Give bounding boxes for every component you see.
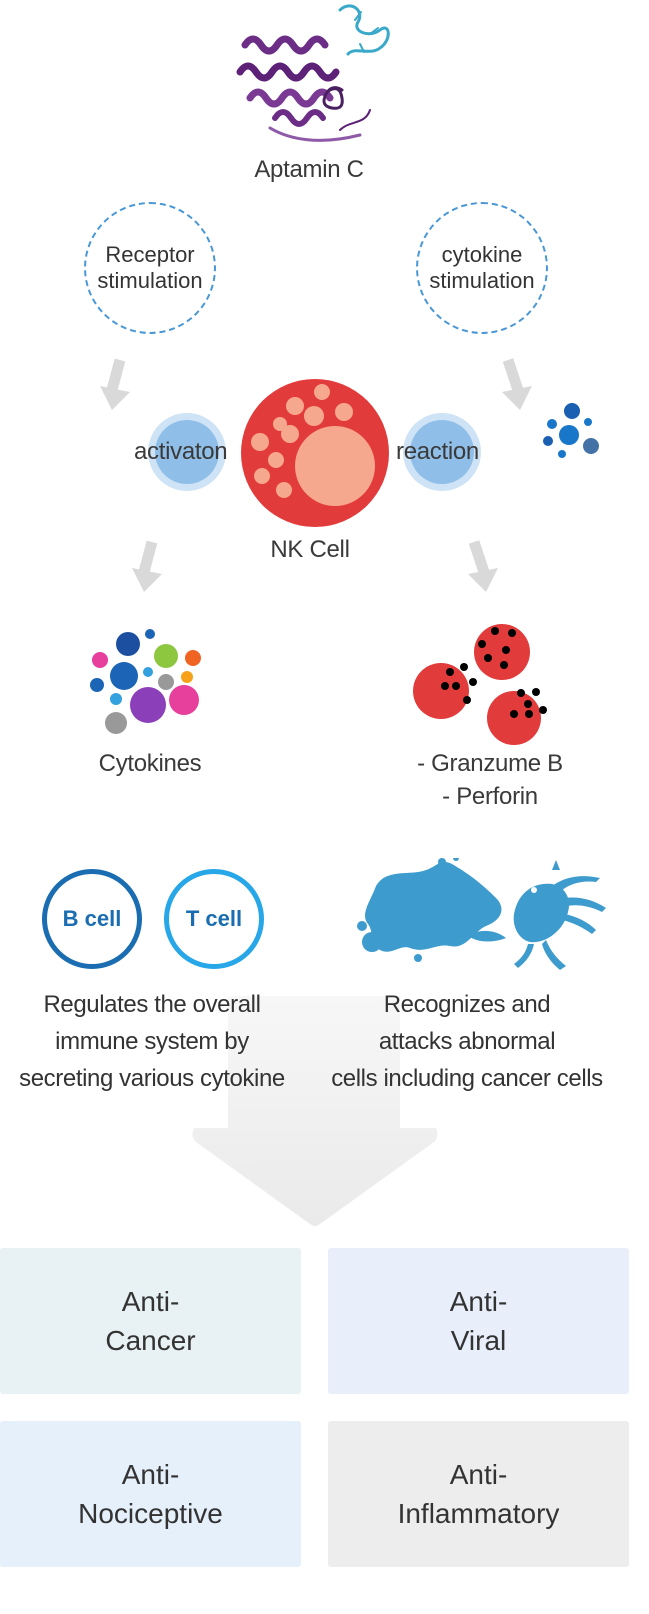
reaction-bubble <box>410 420 474 484</box>
reaction-label: reaction <box>396 438 479 465</box>
big-down-arrow-icon <box>192 996 438 1226</box>
effect-line2: Inflammatory <box>397 1498 560 1529</box>
t-cell-label: T cell <box>185 906 243 931</box>
effect-line2: Viral <box>450 1325 507 1356</box>
arrow-down-icon <box>132 540 162 592</box>
b-t-desc-line1: Regulates the overall <box>43 991 261 1018</box>
granzyme-label: - Granzume B <box>417 750 563 777</box>
effect-line1: Anti- <box>121 1286 180 1317</box>
nk-attack-description: Recognizes and attacks abnormal cells in… <box>316 986 618 1097</box>
effect-line2: Cancer <box>105 1325 196 1356</box>
activation-label: activaton <box>134 438 228 465</box>
nk-desc-line3: cells including cancer cells <box>331 1065 603 1092</box>
cytokines-label: Cytokines <box>98 750 202 777</box>
nk-cell-icon <box>241 379 389 527</box>
cytokine-stimulation-line1: cytokine <box>441 242 523 267</box>
cytokine-dots-icon <box>543 403 599 458</box>
b-cell-ring: B cell <box>42 869 142 969</box>
b-cell-label: B cell <box>62 906 122 931</box>
cancer-cells-icon <box>357 858 606 970</box>
effect-anti-cancer: Anti- Cancer <box>0 1248 301 1394</box>
b-t-desc-line3: secreting various cytokine <box>19 1065 285 1092</box>
effect-anti-viral: Anti- Viral <box>328 1248 629 1394</box>
nk-desc-line2: attacks abnormal <box>378 1028 556 1055</box>
aptamin-title: Aptamin C <box>254 156 364 183</box>
b-t-cell-description: Regulates the overall immune system by s… <box>2 986 302 1097</box>
effect-line1: Anti- <box>449 1459 508 1490</box>
receptor-stimulation-line1: Receptor <box>105 242 195 267</box>
granzyme-cells-icon <box>413 624 547 745</box>
arrow-down-icon <box>468 540 498 592</box>
arrow-down-icon <box>502 358 532 410</box>
effect-anti-inflammatory: Anti- Inflammatory <box>328 1421 629 1567</box>
nk-desc-line1: Recognizes and <box>383 991 551 1018</box>
cytokine-stimulation-circle: cytokine stimulation <box>416 202 548 334</box>
nk-cell-label: NK Cell <box>270 536 350 563</box>
cytokine-cluster-icon <box>90 629 201 734</box>
effect-line1: Anti- <box>121 1459 180 1490</box>
t-cell-ring: T cell <box>164 869 264 969</box>
perforin-label: - Perforin <box>442 783 538 810</box>
effect-line2: Nociceptive <box>78 1498 223 1529</box>
effect-anti-nociceptive: Anti- Nociceptive <box>0 1421 301 1567</box>
activation-bubble <box>155 420 219 484</box>
protein-structure-icon <box>236 4 390 142</box>
receptor-stimulation-circle: Receptor stimulation <box>84 202 216 334</box>
cytokine-stimulation-line2: stimulation <box>429 268 535 293</box>
b-t-desc-line2: immune system by <box>55 1028 249 1055</box>
arrow-down-icon <box>100 358 130 410</box>
effect-line1: Anti- <box>449 1286 508 1317</box>
receptor-stimulation-line2: stimulation <box>97 268 203 293</box>
